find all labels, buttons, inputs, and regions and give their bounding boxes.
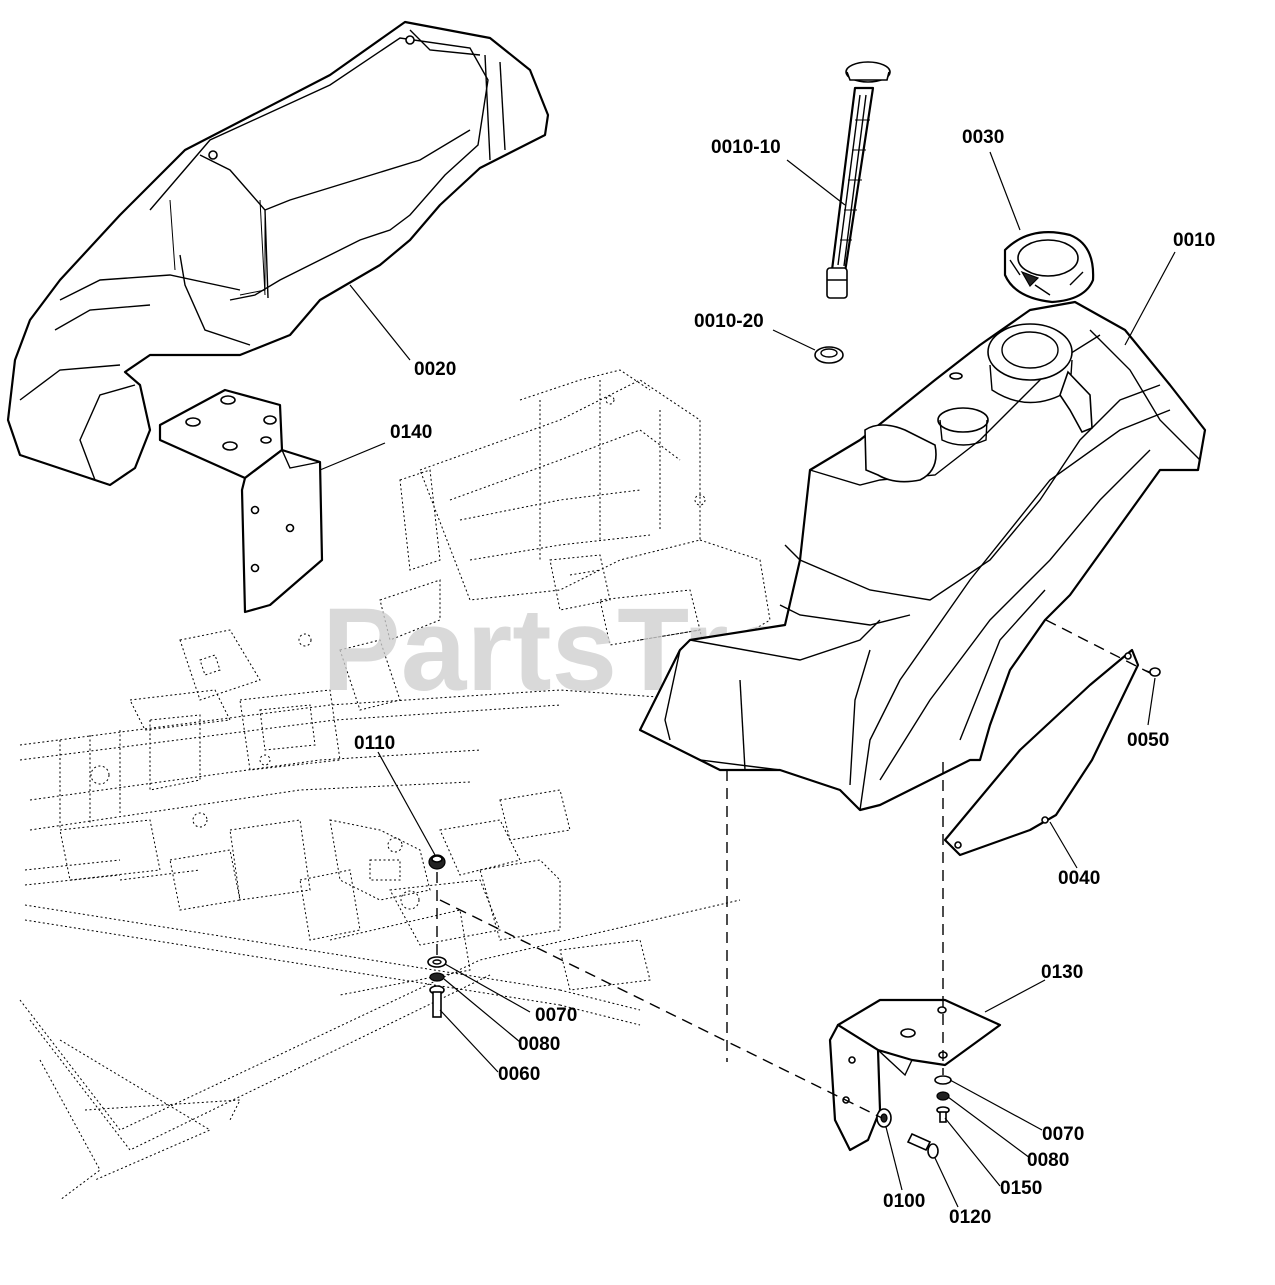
callout-0040: 0040 xyxy=(1058,868,1100,889)
callout-0100: 0100 xyxy=(883,1191,925,1212)
part-0100-washer xyxy=(876,1108,892,1128)
part-0120-bolt xyxy=(906,1132,939,1159)
callout-0080-left: 0080 xyxy=(518,1034,560,1055)
part-0130-right-bracket xyxy=(828,998,1002,1152)
callout-0140: 0140 xyxy=(390,422,432,443)
part-0040-side-panel xyxy=(943,648,1140,857)
leader-lines xyxy=(319,151,1176,1208)
callout-0050: 0050 xyxy=(1127,730,1169,751)
callout-0110: 0110 xyxy=(354,733,395,754)
callout-0020: 0020 xyxy=(414,359,456,380)
callout-0070-left: 0070 xyxy=(535,1005,577,1026)
callout-0120: 0120 xyxy=(949,1207,991,1228)
part-0140-left-bracket xyxy=(158,388,324,614)
callout-0060: 0060 xyxy=(498,1064,540,1085)
callout-0070-right: 0070 xyxy=(1042,1124,1084,1145)
callout-0080-right: 0080 xyxy=(1027,1150,1069,1171)
part-0020-rear-fender xyxy=(6,20,550,487)
callout-labels: 0010-10 0030 0010 0010-20 0020 0140 0050… xyxy=(354,127,1215,1228)
part-0010-20-grommet xyxy=(814,346,844,364)
assembly-dashed-lines xyxy=(436,619,1151,1119)
part-0030-fuel-cap xyxy=(1003,231,1095,304)
callout-0010: 0010 xyxy=(1173,230,1215,251)
callout-0130: 0130 xyxy=(1041,962,1083,983)
left-hardware-stack xyxy=(427,956,447,1018)
part-0050-screw xyxy=(1143,667,1161,677)
part-0010-10-fuel-sender xyxy=(826,61,891,299)
callout-0030: 0030 xyxy=(962,127,1004,148)
mower-frame-illustration xyxy=(19,369,771,1201)
part-0110-nut xyxy=(428,854,446,870)
right-hardware-stack xyxy=(934,1075,952,1123)
callout-0010-20: 0010-20 xyxy=(694,311,764,332)
callout-0010-10: 0010-10 xyxy=(711,137,781,158)
part-0010-fuel-tank xyxy=(638,300,1207,812)
callout-0150: 0150 xyxy=(1000,1178,1042,1199)
